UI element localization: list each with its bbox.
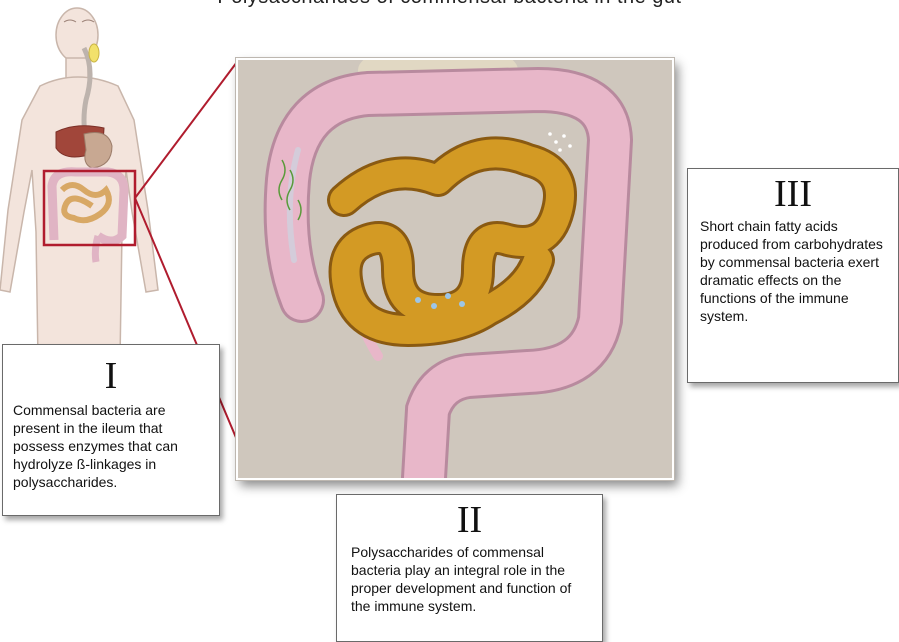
callout-text-two: Polysaccharides of commensal bacteria pl… [337, 539, 602, 615]
callout-numeral-one: I [3, 357, 219, 395]
callout-box-two: II Polysaccharides of commensal bacteria… [336, 494, 603, 642]
callout-numeral-three: III [688, 175, 898, 213]
small-intestine [344, 153, 560, 330]
intestine-illustration [238, 60, 672, 478]
intestine-zoom-panel [236, 58, 674, 480]
callout-text-one: Commensal bacteria are present in the il… [3, 395, 219, 491]
white-bacteria [548, 132, 572, 152]
callout-box-three: III Short chain fatty acids produced fro… [687, 168, 899, 383]
callout-box-one: I Commensal bacteria are present in the … [2, 344, 220, 516]
callout-numeral-two: II [337, 501, 602, 539]
callout-text-three: Short chain fatty acids produced from ca… [688, 213, 898, 325]
